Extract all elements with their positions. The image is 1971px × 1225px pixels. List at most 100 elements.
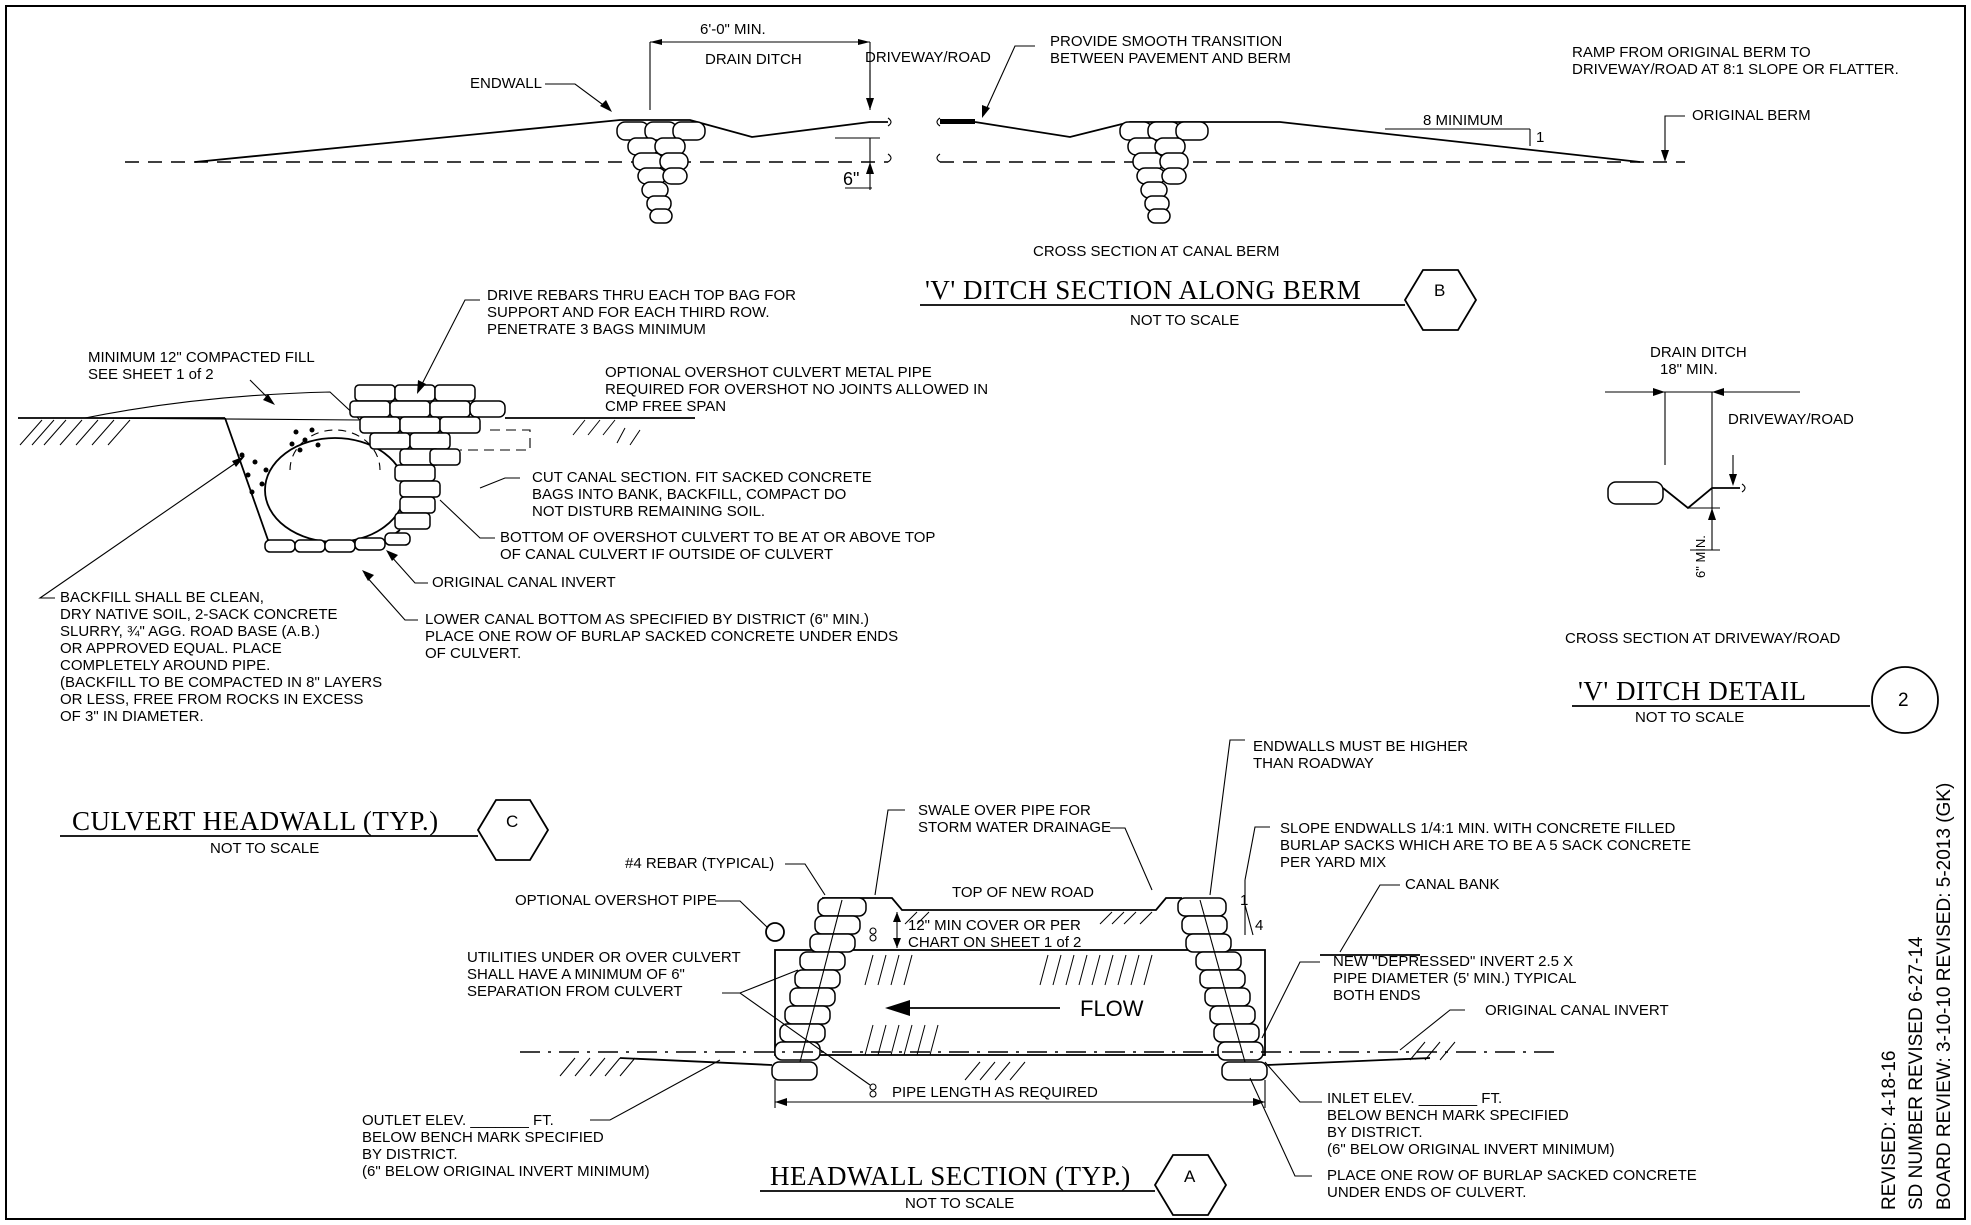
sec-c-bottom-2: OF CANAL CULVERT IF OUTSIDE OF CULVERT — [500, 546, 833, 563]
sec-a-outlet-1: OUTLET ELEV. _______ FT. — [362, 1112, 554, 1129]
sec-a-cover-1: 12" MIN COVER OR PER — [908, 917, 1081, 934]
detail-2-drawing — [1605, 388, 1800, 551]
sec-b-dim-label: 6'-0" MIN. — [700, 21, 766, 38]
sec-a-depressed-1: NEW "DEPRESSED" INVERT 2.5 X — [1333, 953, 1573, 970]
sec-a-utilities-3: SEPARATION FROM CULVERT — [467, 983, 683, 1000]
sec-a-cover-2: CHART ON SHEET 1 of 2 — [908, 934, 1081, 951]
sec-c-pipe — [264, 437, 406, 543]
sec-a-slope-4: 4 — [1255, 917, 1263, 934]
sec-c-backfill-5: COMPLETELY AROUND PIPE. — [60, 657, 270, 674]
sec-b-original-berm: ORIGINAL BERM — [1692, 107, 1811, 124]
sec-b-driveway: DRIVEWAY/ROAD — [865, 49, 991, 66]
sheet-border — [5, 5, 1966, 1220]
sec-b-8-minimum: 8 MINIMUM — [1423, 112, 1503, 129]
sec-a-place-1: PLACE ONE ROW OF BURLAP SACKED CONCRETE — [1327, 1167, 1697, 1184]
sec-b-right-bag-stack — [1119, 121, 1209, 224]
sec-c-rebars-2: SUPPORT AND FOR EACH THIRD ROW. — [487, 304, 770, 321]
sec-c-rebars-1: DRIVE REBARS THRU EACH TOP BAG FOR — [487, 287, 796, 304]
sec-c-rebars-3: PENETRATE 3 BAGS MINIMUM — [487, 321, 706, 338]
sec-b-transition-2: BETWEEN PAVEMENT AND BERM — [1050, 50, 1291, 67]
sec-a-left-endwall — [771, 897, 867, 1081]
det2-marker: 2 — [1898, 690, 1909, 711]
sec-a-inlet-3: BY DISTRICT. — [1327, 1124, 1423, 1141]
sec-a-depressed-2: PIPE DIAMETER (5' MIN.) TYPICAL — [1333, 970, 1576, 987]
sec-a-endwalls-2: THAN ROADWAY — [1253, 755, 1374, 772]
sec-a-slope-1: 1 — [1240, 892, 1248, 909]
sec-b-6in: 6" — [843, 169, 859, 189]
sec-c-title: CULVERT HEADWALL (TYP.) — [72, 806, 439, 836]
sec-a-utilities-1: UTILITIES UNDER OR OVER CULVERT — [467, 949, 741, 966]
sec-a-endwalls-1: ENDWALLS MUST BE HIGHER — [1253, 738, 1468, 755]
sec-c-nts: NOT TO SCALE — [210, 840, 319, 857]
sec-a-canal-bank: CANAL BANK — [1405, 876, 1499, 893]
sec-b-drain-ditch: DRAIN DITCH — [705, 51, 802, 68]
sec-c-overshot-2: REQUIRED FOR OVERSHOT NO JOINTS ALLOWED … — [605, 381, 988, 398]
sec-a-orig-invert: ORIGINAL CANAL INVERT — [1485, 1002, 1669, 1019]
sec-b-left-bag-stack — [616, 121, 706, 224]
sec-b-title: 'V' DITCH SECTION ALONG BERM — [925, 275, 1361, 305]
sec-a-outlet-4: (6" BELOW ORIGINAL INVERT MINIMUM) — [362, 1163, 650, 1180]
revision-block: REVISED: 4-18-16 SD NUMBER REVISED 6-27-… — [1879, 783, 1955, 1210]
sec-a-slope-note-3: PER YARD MIX — [1280, 854, 1386, 871]
sec-c-backfill-8: OF 3" IN DIAMETER. — [60, 708, 204, 725]
sec-c-bottom-1: BOTTOM OF OVERSHOT CULVERT TO BE AT OR A… — [500, 529, 935, 546]
sec-c-cut-3: NOT DISTURB REMAINING SOIL. — [532, 503, 765, 520]
sec-a-slope-note-1: SLOPE ENDWALLS 1/4:1 MIN. WITH CONCRETE … — [1280, 820, 1676, 837]
section-b-drawing: 6'-0" MIN. DRAIN DITCH DRIVEWAY/ROAD END… — [125, 21, 1685, 224]
sec-b-ramp-2: DRIVEWAY/ROAD AT 8:1 SLOPE OR FLATTER. — [1572, 61, 1899, 78]
sec-c-overshot-1: OPTIONAL OVERSHOT CULVERT METAL PIPE — [605, 364, 932, 381]
sec-a-rebar: #4 REBAR (TYPICAL) — [625, 855, 774, 872]
sec-a-utilities-2: SHALL HAVE A MINIMUM OF 6" — [467, 966, 685, 983]
sec-c-marker-hex — [476, 799, 550, 861]
sec-c-lower-3: OF CULVERT. — [425, 645, 521, 662]
sec-a-place-2: UNDER ENDS OF CULVERT. — [1327, 1184, 1526, 1201]
det2-6min: 6" MIN. — [1693, 535, 1708, 578]
sec-a-top-road: TOP OF NEW ROAD — [952, 884, 1094, 901]
sec-c-backfill-3: SLURRY, ¾" AGG. ROAD BASE (A.B.) — [60, 623, 320, 640]
sec-c-lower-1: LOWER CANAL BOTTOM AS SPECIFIED BY DISTR… — [425, 611, 869, 628]
sec-c-orig-invert: ORIGINAL CANAL INVERT — [432, 574, 616, 591]
det2-nts: NOT TO SCALE — [1635, 709, 1744, 726]
sec-b-transition-1: PROVIDE SMOOTH TRANSITION — [1050, 33, 1282, 50]
section-c-drawing — [18, 299, 695, 621]
sec-c-fill-2: SEE SHEET 1 of 2 — [88, 366, 214, 383]
sec-b-caption: CROSS SECTION AT CANAL BERM — [1033, 243, 1279, 260]
sec-a-slope-note-2: BURLAP SACKS WHICH ARE TO BE A 5 SACK CO… — [1280, 837, 1691, 854]
sec-c-backfill-7: OR LESS, FREE FROM ROCKS IN EXCESS — [60, 691, 363, 708]
det2-title: 'V' DITCH DETAIL — [1578, 676, 1807, 706]
section-a-drawing: 1 4 — [520, 739, 1560, 1177]
sec-b-nts: NOT TO SCALE — [1130, 312, 1239, 329]
sec-a-nts: NOT TO SCALE — [905, 1195, 1014, 1212]
sec-b-marker: B — [1434, 281, 1445, 300]
sec-c-overshot-3: CMP FREE SPAN — [605, 398, 726, 415]
sec-a-right-endwall — [1177, 897, 1268, 1081]
revision-1: REVISED: 4-18-16 — [1879, 1051, 1900, 1210]
det2-driveway: DRIVEWAY/ROAD — [1728, 411, 1854, 428]
sec-b-endwall-label: ENDWALL — [470, 75, 542, 92]
sec-c-bag-wall — [264, 384, 506, 553]
sec-a-overshot-pipe — [765, 922, 785, 942]
sec-a-title: HEADWALL SECTION (TYP.) — [770, 1161, 1131, 1191]
sec-c-backfill-4: OR APPROVED EQUAL. PLACE — [60, 640, 282, 657]
sec-a-depressed-3: BOTH ENDS — [1333, 987, 1421, 1004]
sec-a-pipe-length: PIPE LENGTH AS REQUIRED — [892, 1084, 1098, 1101]
sec-a-swale-1: SWALE OVER PIPE FOR — [918, 802, 1091, 819]
sec-b-ramp-1: RAMP FROM ORIGINAL BERM TO — [1572, 44, 1811, 61]
sec-b-marker-hex — [1403, 269, 1478, 331]
revision-2: SD NUMBER REVISED 6-27-14 — [1906, 936, 1927, 1210]
det2-18min: 18" MIN. — [1660, 361, 1718, 378]
det2-caption: CROSS SECTION AT DRIVEWAY/ROAD — [1565, 630, 1840, 647]
sec-b-slope-1: 1 — [1536, 129, 1544, 146]
sec-a-inlet-4: (6" BELOW ORIGINAL INVERT MINIMUM) — [1327, 1141, 1615, 1158]
sec-c-fill-1: MINIMUM 12" COMPACTED FILL — [88, 349, 315, 366]
sec-c-backfill-1: BACKFILL SHALL BE CLEAN, — [60, 589, 264, 606]
sec-a-flow: FLOW — [1080, 996, 1144, 1021]
sec-a-marker: A — [1184, 1167, 1196, 1186]
sec-c-cut-1: CUT CANAL SECTION. FIT SACKED CONCRETE — [532, 469, 872, 486]
sec-a-overshot: OPTIONAL OVERSHOT PIPE — [515, 892, 717, 909]
revision-3: BOARD REVIEW: 3-10-10 REVISED: 5-2013 (G… — [1934, 783, 1955, 1210]
sec-c-backfill-6: (BACKFILL TO BE COMPACTED IN 8" LAYERS — [60, 674, 382, 691]
det2-marker-circle — [1871, 666, 1939, 734]
sec-a-pipe — [774, 949, 1266, 1056]
